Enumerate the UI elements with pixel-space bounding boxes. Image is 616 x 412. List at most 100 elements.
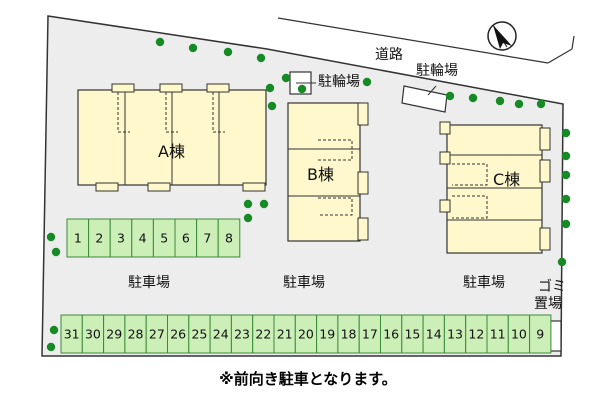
tree-icon xyxy=(362,77,372,87)
parking-space: 18 xyxy=(337,314,360,354)
parking-space-number: 24 xyxy=(213,327,229,342)
tree-icon xyxy=(188,43,198,53)
building-b-label: B棟 xyxy=(307,165,334,184)
tree-icon xyxy=(46,342,56,352)
parking-lot-label-center: 駐車場 xyxy=(283,275,325,291)
parking-space: 24 xyxy=(209,314,232,354)
parking-space-number: 13 xyxy=(447,327,463,342)
tree-icon xyxy=(561,219,571,229)
footer-note: ※前向き駐車となります。 xyxy=(219,370,397,388)
tree-icon xyxy=(267,101,277,111)
parking-space-number: 8 xyxy=(225,231,233,246)
parking-space-number: 21 xyxy=(277,327,293,342)
tree-icon xyxy=(468,93,478,103)
parking-space-number: 27 xyxy=(149,327,165,342)
bicycle-parking-2-box xyxy=(401,85,448,113)
parking-space: 30 xyxy=(81,314,105,354)
tree-icon xyxy=(256,53,266,63)
parking-space-number: 23 xyxy=(234,327,250,342)
parking-space: 22 xyxy=(252,314,275,354)
tree-icon xyxy=(51,247,61,257)
parking-space: 8 xyxy=(217,218,241,258)
parking-lot-label-right: 駐車場 xyxy=(463,275,505,291)
tree-icon xyxy=(49,325,59,335)
tree-icon xyxy=(223,47,233,57)
tree-icon xyxy=(495,96,505,106)
tree-icon xyxy=(561,194,571,204)
parking-space-number: 22 xyxy=(255,327,271,342)
parking-space: 9 xyxy=(529,314,552,354)
parking-space: 21 xyxy=(273,314,296,354)
parking-space-number: 28 xyxy=(128,327,144,342)
parking-space: 4 xyxy=(131,218,154,258)
parking-space-number: 29 xyxy=(106,327,122,342)
parking-space-number: 20 xyxy=(298,327,314,342)
tree-icon xyxy=(265,83,275,93)
building-a-label: A棟 xyxy=(158,142,185,161)
parking-space: 3 xyxy=(109,218,133,258)
parking-space-number: 16 xyxy=(383,327,399,342)
tree-icon xyxy=(536,99,546,109)
parking-space: 23 xyxy=(230,314,254,354)
parking-space: 31 xyxy=(60,314,83,354)
tree-icon xyxy=(155,37,165,47)
tree-icon xyxy=(445,91,455,101)
trees xyxy=(46,37,571,352)
parking-space-number: 30 xyxy=(85,327,101,342)
parking-space-number: 17 xyxy=(362,327,378,342)
parking-space: 2 xyxy=(88,218,111,258)
parking-space: 5 xyxy=(152,218,176,258)
tree-icon xyxy=(243,213,253,223)
parking-space: 13 xyxy=(443,314,467,354)
parking-lot-label-left: 駐車場 xyxy=(128,275,170,291)
parking-space: 14 xyxy=(422,314,445,354)
tree-icon xyxy=(243,199,253,209)
parking-space-number: 9 xyxy=(536,327,544,342)
parking-space-number: 4 xyxy=(139,231,147,246)
building-a xyxy=(77,83,267,192)
parking-space-number: 7 xyxy=(203,231,211,246)
road-label: 道路 xyxy=(375,47,403,63)
tree-icon xyxy=(297,84,307,94)
parking-space: 28 xyxy=(124,314,147,354)
parking-space-number: 2 xyxy=(95,231,103,246)
road-edge-top xyxy=(277,17,549,64)
tree-icon xyxy=(514,99,524,109)
parking-space: 1 xyxy=(66,218,90,258)
parking-space-number: 3 xyxy=(117,231,125,246)
tree-icon xyxy=(46,232,56,242)
parking-space-number: 12 xyxy=(468,327,484,342)
parking-space: 29 xyxy=(103,314,126,354)
road-edge-corner xyxy=(571,35,575,50)
parking-space: 27 xyxy=(145,314,168,354)
building-b xyxy=(287,102,369,242)
parking-space-number: 14 xyxy=(426,327,442,342)
parking-space-number: 18 xyxy=(341,327,357,342)
tree-icon xyxy=(259,199,269,209)
road-edge-bottom xyxy=(547,48,573,64)
garbage-area-label-2: 置場 xyxy=(534,296,562,312)
bicycle-parking-2-label: 駐輪場 xyxy=(416,63,458,79)
parking-space-number: 11 xyxy=(490,327,506,342)
parking-space: 25 xyxy=(188,314,211,354)
parking-space: 15 xyxy=(401,314,424,354)
tree-icon xyxy=(281,73,291,83)
parking-space: 19 xyxy=(316,314,339,354)
parking-space-number: 10 xyxy=(511,327,527,342)
parking-space-number: 26 xyxy=(170,327,186,342)
parking-space: 11 xyxy=(486,314,509,354)
tree-icon xyxy=(557,257,567,267)
parking-space-number: 15 xyxy=(404,327,420,342)
parking-space: 6 xyxy=(174,218,198,258)
parking-space: 26 xyxy=(167,314,190,354)
garbage-area-label-1: ゴミ xyxy=(538,279,566,295)
parking-space: 10 xyxy=(507,314,531,354)
parking-space-number: 6 xyxy=(182,231,190,246)
building-c-label: C棟 xyxy=(493,170,521,189)
parking-space: 7 xyxy=(196,218,219,258)
building-c xyxy=(439,121,551,254)
tree-icon xyxy=(561,170,571,180)
parking-space-number: 31 xyxy=(64,327,80,342)
tree-icon xyxy=(561,128,571,138)
